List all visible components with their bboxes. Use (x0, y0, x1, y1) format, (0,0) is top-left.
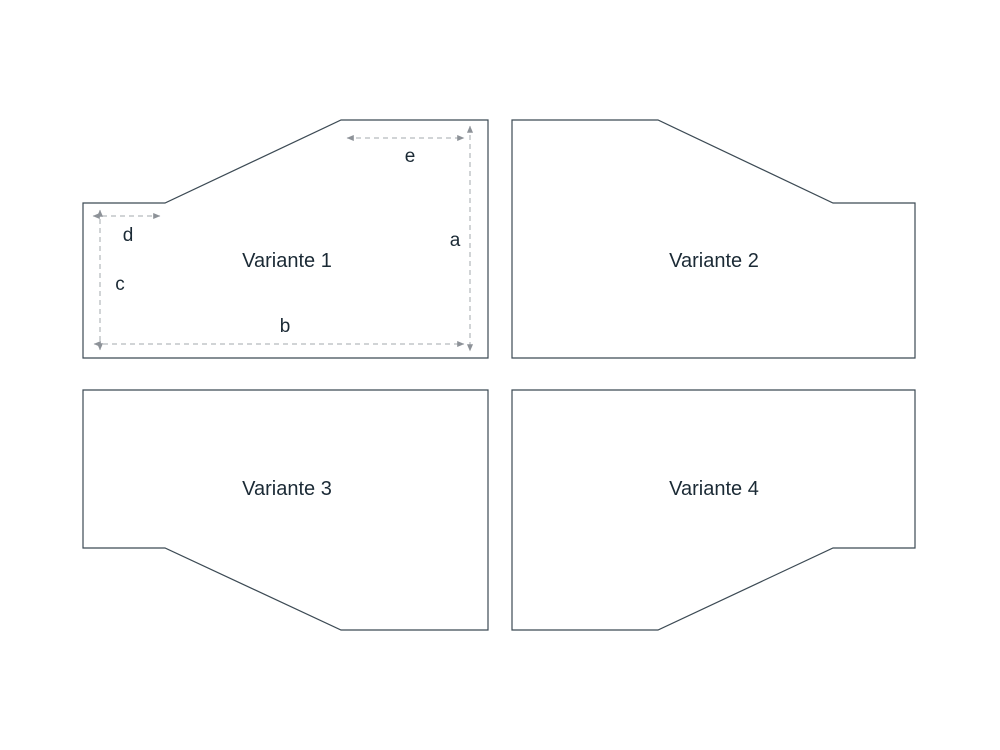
variant-1-outline (82, 119, 489, 359)
variant-4-shape: Variante 4 (511, 389, 916, 631)
variant-3-outline (82, 389, 489, 631)
variant-3-shape: Variante 3 (82, 389, 489, 631)
variant-4-label: Variante 4 (669, 478, 759, 500)
variant-2-outline (511, 119, 916, 359)
dimension-label-a: a (450, 230, 461, 251)
dimension-label-c: c (115, 274, 125, 295)
variant-2-shape: Variante 2 (511, 119, 916, 359)
dimension-annotations: e a d c b (92, 125, 474, 352)
variant-3-label: Variante 3 (242, 478, 332, 500)
dimension-label-b: b (280, 316, 291, 337)
dimension-label-e: e (405, 146, 416, 167)
variant-4-outline (511, 389, 916, 631)
variant-1-shape: Variante 1 (82, 119, 489, 359)
variant-1-label: Variante 1 (242, 250, 332, 272)
variant-2-label: Variante 2 (669, 250, 759, 272)
dimension-label-d: d (123, 225, 134, 246)
